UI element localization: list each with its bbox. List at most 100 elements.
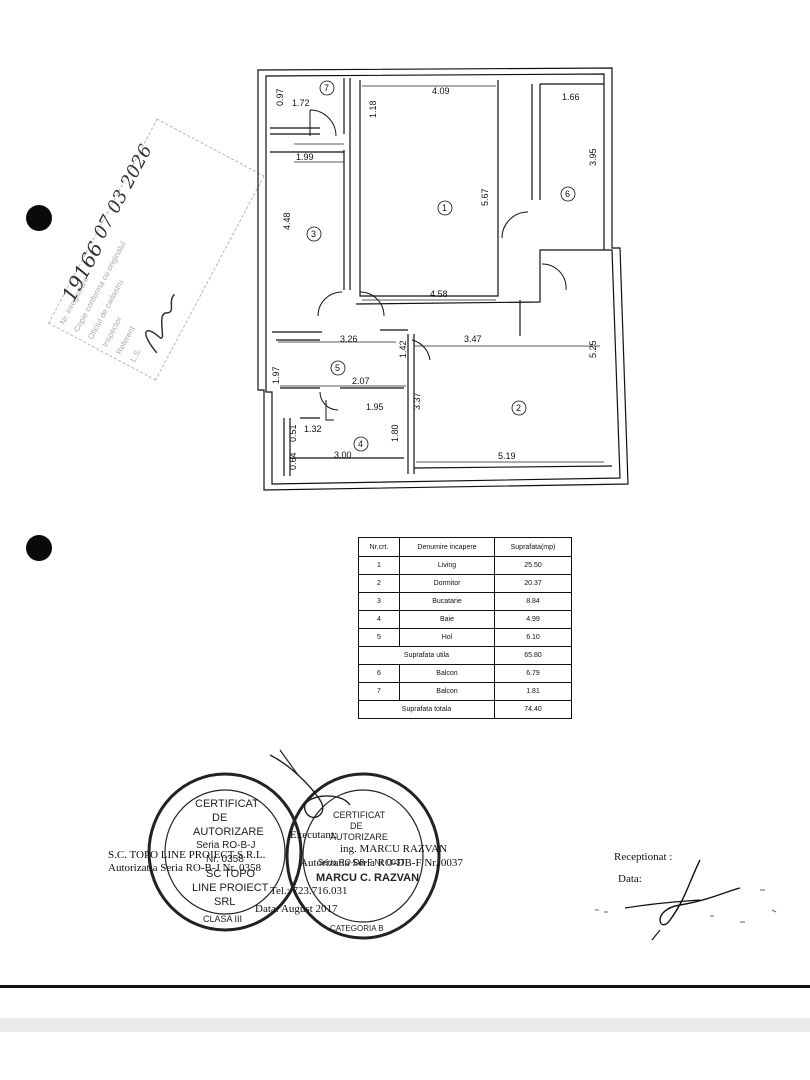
seal-left-line-8: SRL [214, 896, 236, 908]
header-name: Denumire incapere [399, 537, 495, 557]
dim-1-32: 1.32 [304, 424, 322, 434]
floor-plan: 0.97 1.72 1.18 4.09 1.66 1.99 5.67 3.95 … [257, 67, 629, 491]
seal-left-line-4: Seria RO-B-J [196, 840, 256, 851]
row-area: 4.99 [494, 610, 572, 629]
dim-1-99: 1.99 [296, 152, 314, 162]
dim-3-47: 3.47 [464, 334, 482, 344]
useful-surface-value: 65.80 [494, 646, 572, 665]
dim-1-72: 1.72 [292, 98, 310, 108]
company-authorization: Autorizatia Seria RO-B-J Nr. 0358 [108, 862, 262, 874]
total-surface-label: Suprafata totala [358, 700, 495, 719]
table-row: 7 Balcon 1.81 [358, 682, 572, 701]
useful-surface-row: Suprafata utila 65.80 [358, 646, 572, 665]
row-nr: 2 [358, 574, 400, 593]
seal-right-line-4: Seria RO-DB-F Nr. 0037 [318, 858, 405, 867]
surface-table: Nr.crt. Denumire incapere Suprafata(mp) … [358, 537, 572, 719]
seal-left-line-5: Nr. 0358 [206, 854, 244, 865]
dim-2-07: 2.07 [352, 376, 370, 386]
executant-name: ing. MARCU RAZVAN [340, 843, 448, 855]
row-name: Baie [399, 610, 495, 629]
row-nr: 4 [358, 610, 400, 629]
table-row: 5 Hol 6.10 [358, 628, 572, 647]
executant-authorization: Autorizatia Seria RO-DB-F Nr. 0037 [300, 857, 463, 869]
row-area: 20.37 [494, 574, 572, 593]
dim-4-09: 4.09 [432, 86, 450, 96]
room-label-7: 7 [324, 83, 329, 93]
receiver-signature-icon [595, 859, 777, 941]
table-row: 1 Living 25.50 [358, 556, 572, 575]
room-label-2: 2 [516, 403, 521, 413]
row-name: Hol [399, 628, 495, 647]
row-nr: 7 [358, 682, 400, 701]
header-area: Suprafata(mp) [494, 537, 572, 557]
received-date-label: Data: [618, 873, 642, 885]
row-area: 6.79 [494, 664, 572, 683]
seal-right-line-6: CATEGORIA B [330, 924, 384, 933]
row-area: 1.81 [494, 682, 572, 701]
table-row: 6 Balcon 6.79 [358, 664, 572, 683]
row-name: Dormitor [399, 574, 495, 593]
room-label-6: 6 [565, 189, 570, 199]
seal-left-line-6: SC TOPO [206, 868, 256, 880]
seal-right-line-1: CERTIFICAT [333, 810, 386, 820]
handwritten-initials-icon [145, 293, 176, 354]
row-nr: 5 [358, 628, 400, 647]
executant-phone: Tel.: 723.716.031 [270, 885, 348, 897]
total-surface-value: 74.40 [494, 700, 572, 719]
bottom-rule [0, 985, 810, 988]
room-label-4: 4 [358, 439, 363, 449]
seal-right-line-2: DE [350, 821, 363, 831]
dim-4-48: 4.48 [282, 212, 292, 230]
seal-left-line-9: CLASA III [203, 914, 243, 924]
dim-5-67: 5.67 [480, 188, 490, 206]
seal-left-line-3: AUTORIZARE [193, 826, 264, 838]
dim-5-25: 5.25 [588, 340, 598, 358]
dim-1-97: 1.97 [271, 366, 281, 384]
row-nr: 1 [358, 556, 400, 575]
dim-3-95: 3.95 [588, 148, 598, 166]
dim-3-26: 3.26 [340, 334, 358, 344]
dim-1-95: 1.95 [366, 402, 384, 412]
seal-left-line-2: DE [212, 812, 228, 824]
bottom-band [0, 1018, 810, 1032]
row-name: Living [399, 556, 495, 575]
executant-label: Executant: [290, 829, 338, 841]
seal-right-line-5: MARCU C. RAZVAN [316, 872, 420, 884]
punch-hole-top [26, 205, 52, 231]
table-row: 2 Dormitor 20.37 [358, 574, 572, 593]
dim-4-58: 4.58 [430, 289, 448, 299]
dim-1-42: 1.42 [398, 340, 408, 358]
header-nr: Nr.crt. [358, 537, 400, 557]
row-name: Bucatarie [399, 592, 495, 611]
dim-1-18: 1.18 [368, 100, 378, 118]
table-row: 4 Baie 4.99 [358, 610, 572, 629]
seal-left-line-7: LINE PROIECT [192, 882, 269, 894]
table-row: 3 Bucatarie 8.84 [358, 592, 572, 611]
row-nr: 6 [358, 664, 400, 683]
total-surface-row: Suprafata totala 74.40 [358, 700, 572, 719]
room-label-1: 1 [442, 203, 447, 213]
seal-right-icon [285, 772, 441, 940]
dim-3-37: 3.37 [412, 392, 422, 410]
received-label: Receptionat : [614, 851, 673, 863]
dim-5-19: 5.19 [498, 451, 516, 461]
dim-3-00: 3.00 [334, 450, 352, 460]
row-area: 8.84 [494, 592, 572, 611]
seal-left-icon [147, 772, 303, 932]
row-name: Balcon [399, 664, 495, 683]
useful-surface-label: Suprafata utila [358, 646, 495, 665]
dim-0-97: 0.97 [275, 88, 285, 106]
row-name: Balcon [399, 682, 495, 701]
row-area: 6.10 [494, 628, 572, 647]
dim-0-64: 0.64 [288, 452, 298, 470]
executant-signature-icon [269, 749, 351, 819]
dim-0-51: 0.51 [288, 424, 298, 442]
seal-right-line-3: AUTORIZARE [330, 832, 388, 842]
dim-1-66: 1.66 [562, 92, 580, 102]
room-label-5: 5 [335, 363, 340, 373]
seal-left-line-1: CERTIFICAT [195, 798, 259, 810]
dim-1-80: 1.80 [390, 424, 400, 442]
company-line: S.C. TOPO LINE PROIECT S.R.L. [108, 849, 266, 861]
registration-stamp: Nr. inregistrare Copie conforma cu origi… [48, 118, 265, 381]
table-header-row: Nr.crt. Denumire incapere Suprafata(mp) [358, 537, 572, 557]
